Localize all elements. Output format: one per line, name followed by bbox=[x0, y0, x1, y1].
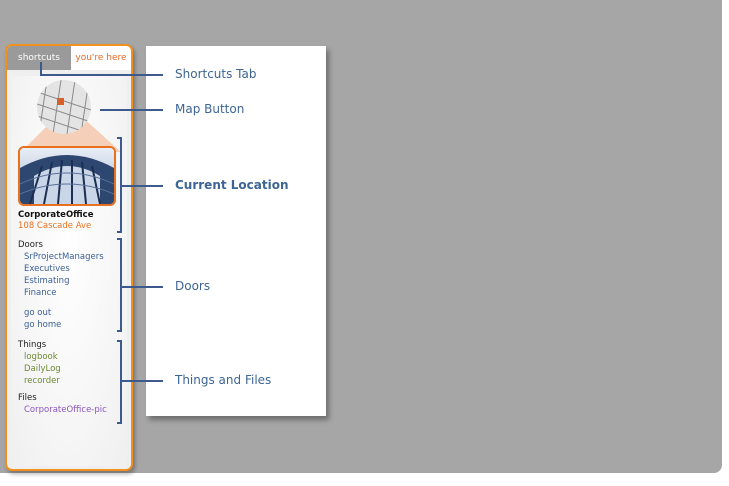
things-files-bracket bbox=[117, 340, 122, 424]
callout-doors: Doors bbox=[175, 279, 211, 293]
map-beam bbox=[21, 116, 121, 152]
door-link[interactable]: SrProjectManagers bbox=[24, 252, 104, 262]
building-image bbox=[20, 148, 114, 204]
callout-map-button: Map Button bbox=[175, 102, 245, 116]
things-files-leader bbox=[122, 380, 163, 382]
go-out-link[interactable]: go out bbox=[24, 308, 52, 318]
thing-link[interactable]: recorder bbox=[24, 376, 60, 386]
shortcuts-panel: shortcuts you're here bbox=[5, 44, 133, 471]
map-leader bbox=[100, 109, 163, 111]
location-name: CorporateOffice bbox=[18, 210, 94, 220]
go-home-link[interactable]: go home bbox=[24, 320, 62, 330]
tab-shortcuts[interactable]: shortcuts bbox=[7, 46, 71, 70]
panel-tabs: shortcuts you're here bbox=[7, 46, 131, 70]
thing-link[interactable]: DailyLog bbox=[24, 364, 61, 374]
things-heading: Things bbox=[18, 340, 47, 350]
location-bracket bbox=[117, 137, 122, 233]
location-address: 108 Cascade Ave bbox=[18, 221, 92, 231]
doors-heading: Doors bbox=[18, 240, 43, 250]
callout-sheet bbox=[146, 46, 326, 416]
door-link[interactable]: Estimating bbox=[24, 276, 70, 286]
doors-bracket bbox=[117, 238, 122, 332]
shortcuts-leader bbox=[40, 74, 163, 76]
door-link[interactable]: Finance bbox=[24, 288, 57, 298]
door-link[interactable]: Executives bbox=[24, 264, 70, 274]
shortcuts-leader-vertical bbox=[40, 62, 42, 75]
map-button[interactable] bbox=[37, 80, 91, 134]
file-link[interactable]: CorporateOffice-pic bbox=[24, 405, 107, 415]
callout-shortcuts-tab: Shortcuts Tab bbox=[175, 67, 257, 81]
map-icon bbox=[37, 80, 91, 134]
thing-link[interactable]: logbook bbox=[24, 352, 58, 362]
doors-leader bbox=[122, 286, 163, 288]
files-heading: Files bbox=[18, 393, 37, 403]
callout-things-and-files: Things and Files bbox=[175, 373, 272, 387]
location-photo bbox=[18, 146, 116, 206]
callout-current-location: Current Location bbox=[175, 178, 289, 192]
tab-you-are-here[interactable]: you're here bbox=[71, 46, 131, 70]
location-leader bbox=[122, 185, 163, 187]
